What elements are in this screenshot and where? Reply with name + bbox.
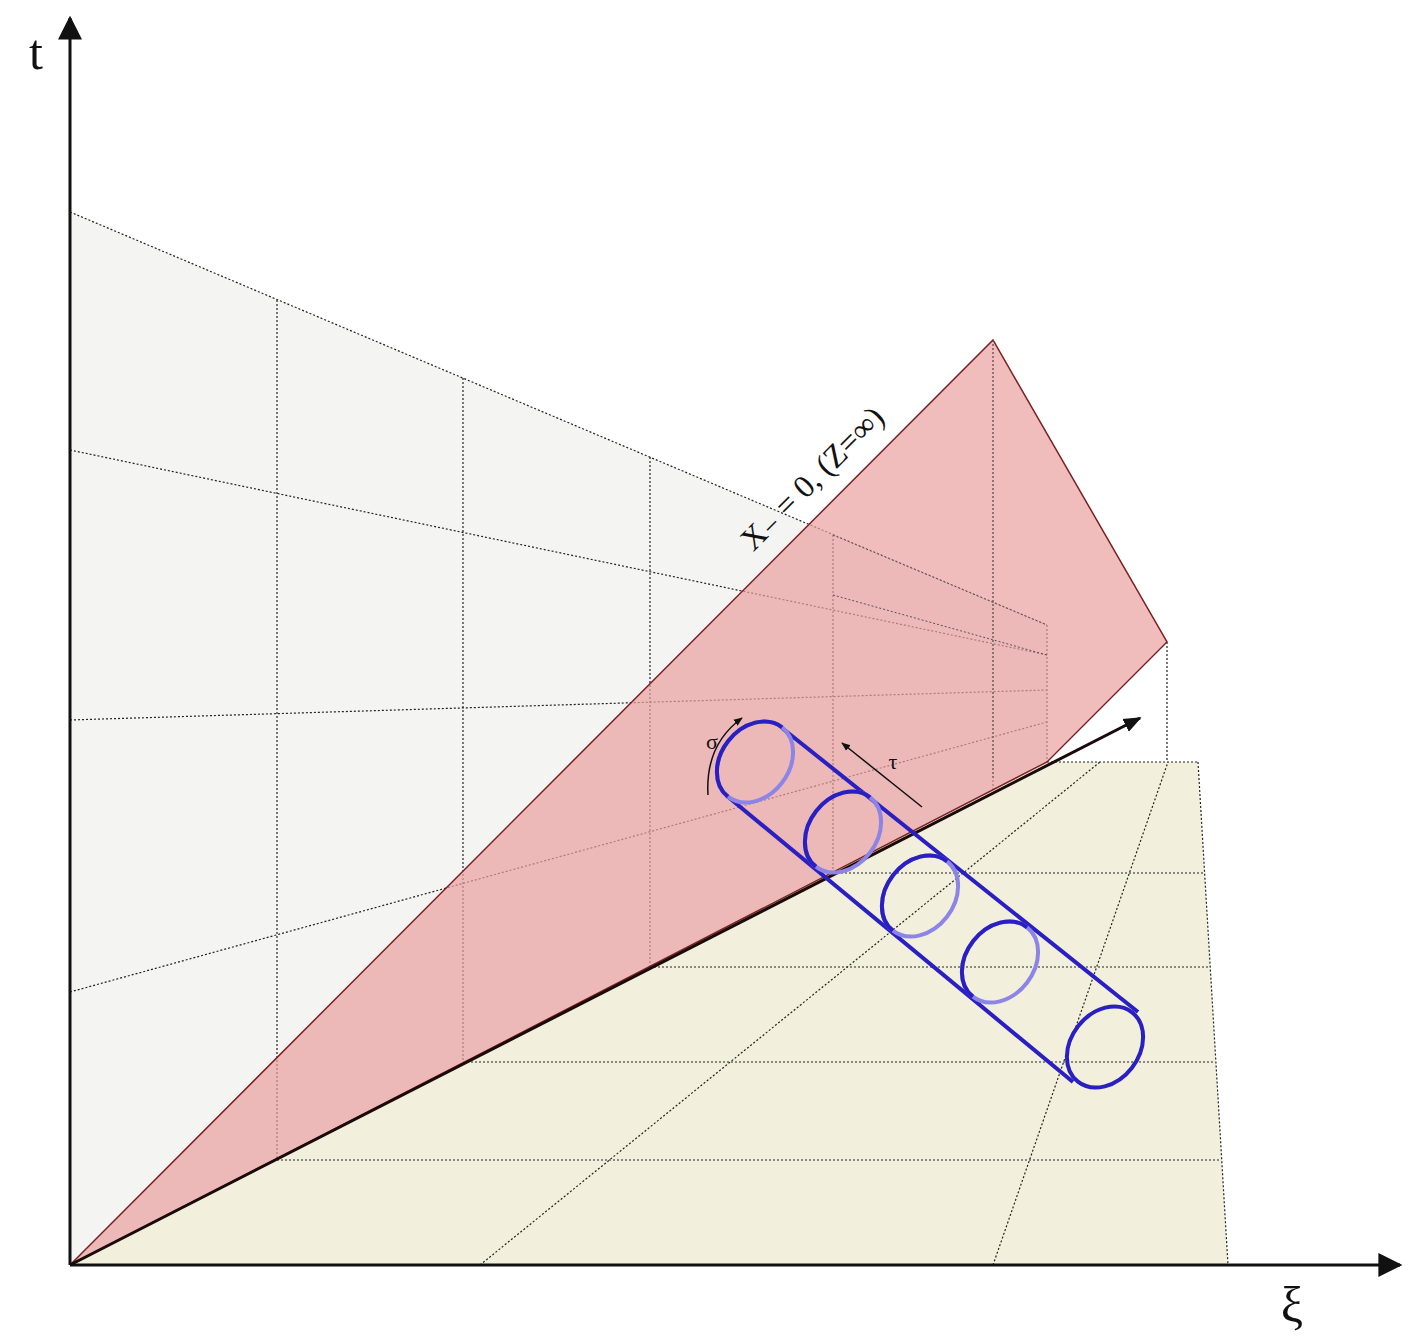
null-ray — [70, 718, 1140, 1265]
cylinder-ring — [701, 706, 809, 817]
axis-label: ξ — [1281, 1280, 1303, 1330]
axis-label: t — [29, 27, 43, 77]
cylinder-ring — [866, 840, 974, 951]
cylinder-ring — [946, 906, 1054, 1017]
cylinder-ring — [789, 776, 897, 887]
null-plane — [70, 340, 1167, 1265]
tau-arrow — [842, 743, 922, 807]
coordinate-label: σ — [706, 731, 718, 753]
worldsheet-cylinder — [701, 706, 1159, 1102]
sigma-arrow — [708, 718, 742, 795]
coordinate-label: τ — [889, 751, 898, 773]
cylinder-ring — [1051, 991, 1159, 1102]
xi-axis — [70, 1264, 1400, 1267]
t-axis — [69, 18, 72, 1265]
